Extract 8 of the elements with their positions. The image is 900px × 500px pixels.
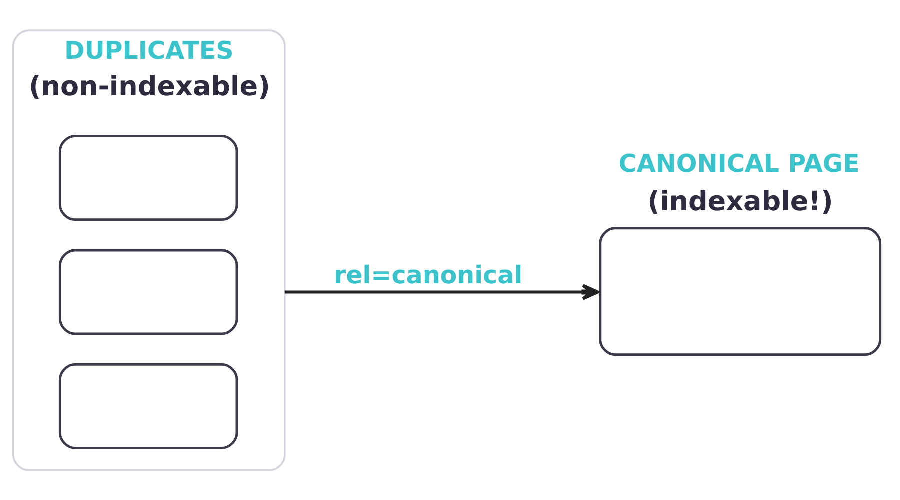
- edge-label: rel=canonical: [334, 260, 523, 290]
- node-label: CANONICAL PAGE: [618, 148, 860, 178]
- node-box: [58, 134, 238, 221]
- cluster: DUPLICATES (non-indexable): [12, 29, 286, 471]
- node-box: [58, 362, 238, 449]
- node-label: (indexable!): [648, 186, 834, 218]
- arrow: [284, 284, 600, 300]
- node-box: [58, 248, 238, 335]
